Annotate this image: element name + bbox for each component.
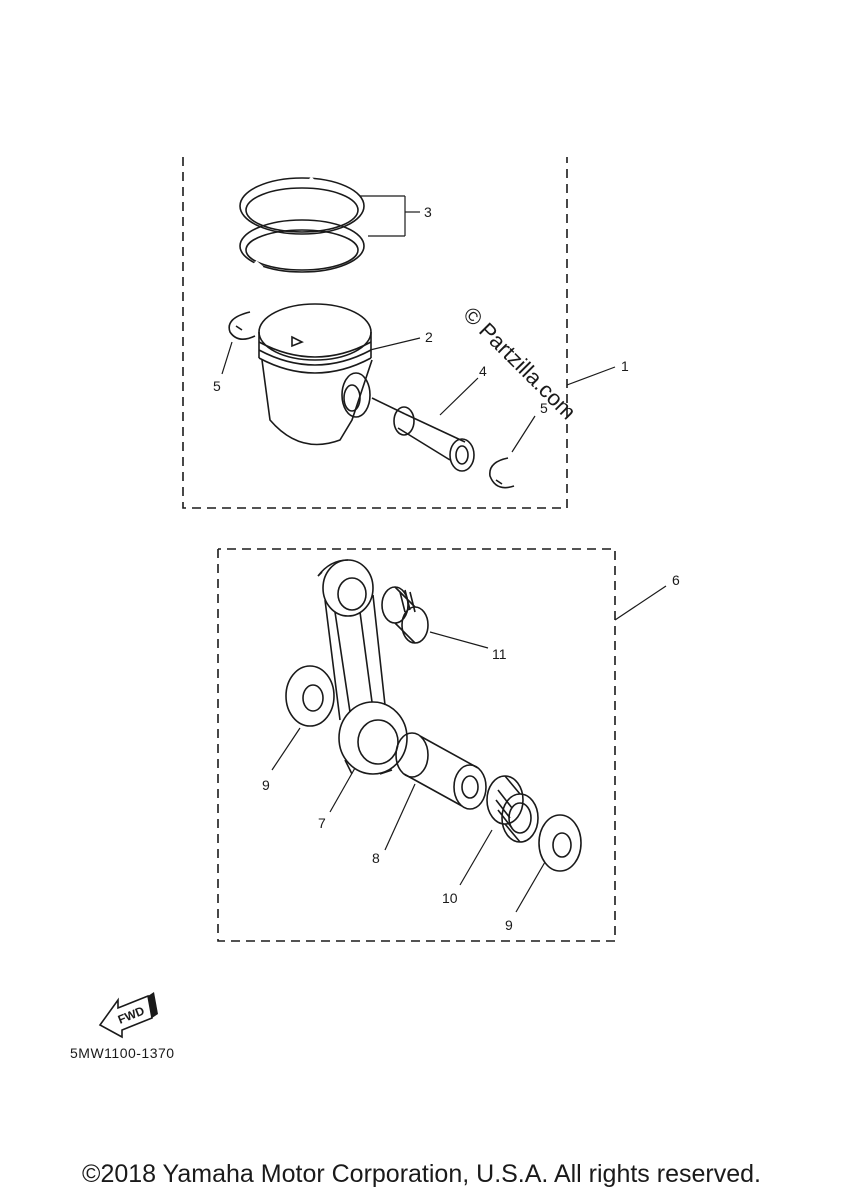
fwd-arrow-icon: FWD: [98, 992, 158, 1039]
big-end-bearing: [486, 775, 539, 843]
piston: [258, 303, 373, 446]
connecting-rod: [317, 559, 408, 775]
copyright-notice: ©2018 Yamaha Motor Corporation, U.S.A. A…: [82, 1160, 761, 1188]
callout-6: 6: [672, 572, 680, 588]
piston-pin: [371, 397, 475, 472]
callout-4: 4: [479, 363, 487, 379]
callout-1: 1: [621, 358, 629, 374]
piston-kit-dashed-box: [182, 157, 568, 509]
thrust-washer-right: [538, 814, 582, 872]
leader-lines: [221, 195, 667, 913]
watermark-text: © Partzilla.com: [458, 302, 581, 425]
small-end-bearing: [381, 586, 429, 644]
parts-diagram: 1 2 3 4 5 5 6 7 8 9 9 10 11 © Partzilla.…: [98, 157, 680, 1039]
piston-rings: [239, 176, 365, 273]
callout-9-left: 9: [262, 777, 270, 793]
thrust-washer-left: [285, 665, 335, 727]
callout-3: 3: [424, 204, 432, 220]
diagram-code: 5MW1100-1370: [70, 1045, 175, 1061]
crank-pin: [395, 732, 487, 810]
callout-5-left: 5: [213, 378, 221, 394]
callout-11: 11: [492, 646, 507, 662]
circlip-left: [228, 311, 256, 340]
callout-2: 2: [425, 329, 433, 345]
callout-5-right: 5: [540, 400, 548, 416]
callout-10: 10: [442, 890, 458, 906]
callout-9-right: 9: [505, 917, 513, 933]
callout-8: 8: [372, 850, 380, 866]
crank-kit-dashed-box: [217, 548, 616, 942]
circlip-right: [489, 457, 515, 489]
callout-7: 7: [318, 815, 326, 831]
